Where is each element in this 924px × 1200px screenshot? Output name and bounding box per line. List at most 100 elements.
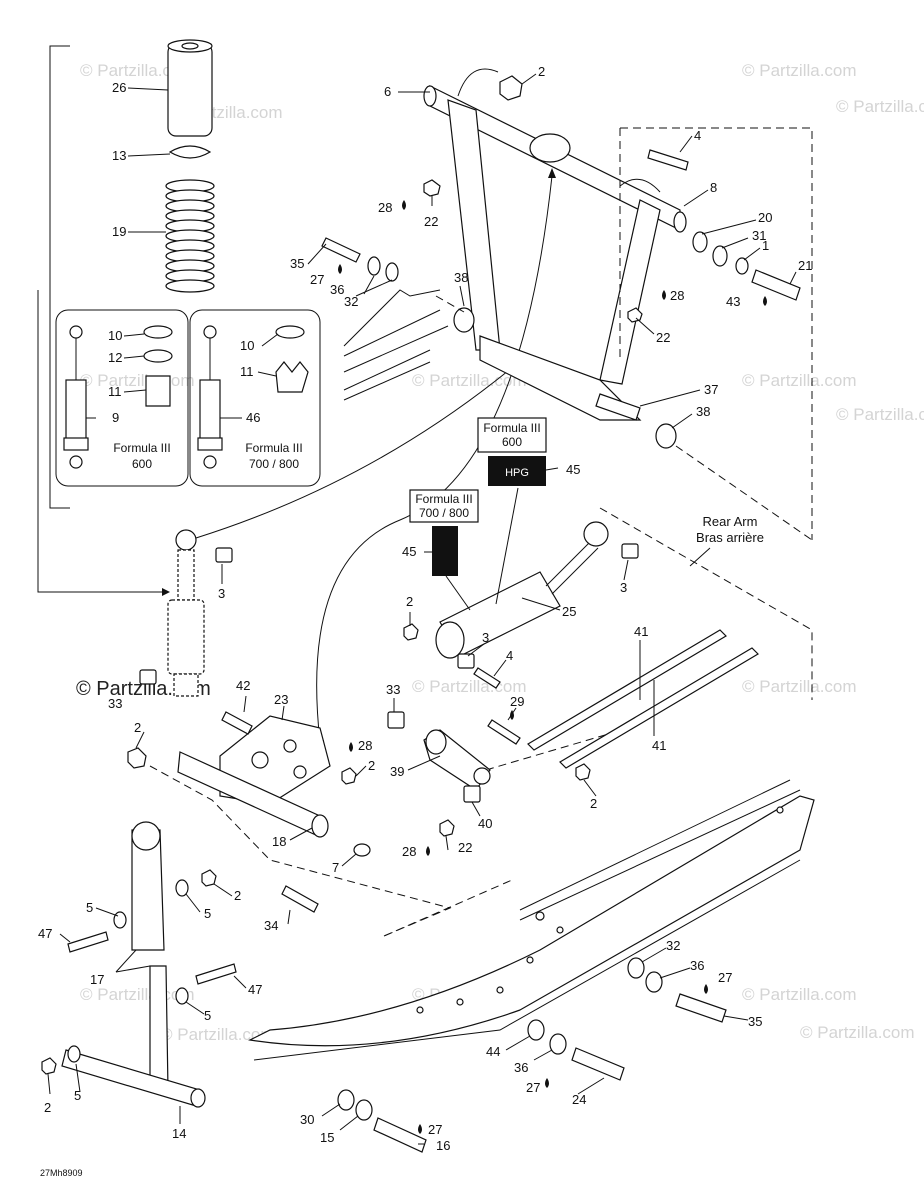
callout-45: 45 xyxy=(566,462,580,477)
part-30-washer xyxy=(337,1089,355,1111)
part-38-bushing xyxy=(655,423,677,449)
part-17-stopper-strap xyxy=(131,821,169,1091)
callout-labels: 26 13 19 10 12 11 9 10 11 46 3 33 2 42 2… xyxy=(38,64,812,1153)
callout-2: 2 xyxy=(406,594,413,609)
leader-line xyxy=(689,547,711,567)
callout-28: 28 xyxy=(670,288,684,303)
callout-33: 33 xyxy=(108,696,122,711)
callout-5: 5 xyxy=(204,906,211,921)
part-39-rocker xyxy=(423,729,491,791)
part-47-bolt xyxy=(67,931,109,953)
callout-4: 4 xyxy=(694,128,701,143)
part-1-washer xyxy=(735,257,749,275)
callout-43: 43 xyxy=(726,294,740,309)
alignment-line xyxy=(675,445,813,541)
callout-27: 27 xyxy=(526,1080,540,1095)
part-46-shock xyxy=(197,325,223,469)
part-41-link xyxy=(527,629,727,751)
part-33-bushing xyxy=(139,669,157,685)
callout-2: 2 xyxy=(590,796,597,811)
callout-36: 36 xyxy=(514,1060,528,1075)
shock-group-bracket xyxy=(49,45,70,509)
diagram-code: 27Mh8909 xyxy=(40,1168,83,1178)
arrow-icon xyxy=(548,168,556,178)
part-31-washer xyxy=(712,245,728,267)
callout-11: 11 xyxy=(108,384,122,399)
callout-15: 15 xyxy=(320,1130,334,1145)
part-3-bushing xyxy=(215,547,233,563)
part-32-washer xyxy=(627,957,645,979)
callout-29: 29 xyxy=(510,694,524,709)
callout-26: 26 xyxy=(112,80,126,95)
part-2-nut xyxy=(575,763,591,781)
callout-39: 39 xyxy=(390,764,404,779)
watermark: © Partzilla.com xyxy=(412,371,527,390)
part-36-washer xyxy=(549,1033,567,1055)
part-2-nut xyxy=(201,869,217,887)
alignment-line xyxy=(383,879,513,937)
part-38-bushing xyxy=(453,307,475,333)
callout-44: 44 xyxy=(486,1044,500,1059)
part-36-washer xyxy=(367,256,381,276)
callout-16: 16 xyxy=(436,1138,450,1153)
part-14-shaft-end xyxy=(190,1088,206,1108)
part-13-clip xyxy=(168,145,212,159)
callout-36: 36 xyxy=(690,958,704,973)
callout-47: 47 xyxy=(38,926,52,941)
part-45-decal xyxy=(432,526,458,576)
variant-label: 700 / 800 xyxy=(419,506,469,520)
part-11-collar xyxy=(275,361,309,393)
alignment-line xyxy=(485,729,623,771)
part-44-washer xyxy=(527,1019,545,1041)
alignment-line xyxy=(599,507,813,700)
assembly-path xyxy=(195,355,527,539)
part-40-bushing xyxy=(463,785,481,803)
callout-13: 13 xyxy=(112,148,126,163)
callout-5: 5 xyxy=(204,1008,211,1023)
callout-40: 40 xyxy=(478,816,492,831)
part-2-nut xyxy=(499,75,523,101)
watermark: © Partzilla.com xyxy=(742,61,857,80)
callout-9: 9 xyxy=(112,410,119,425)
callout-5: 5 xyxy=(74,1088,81,1103)
callout-31: 31 xyxy=(752,228,766,243)
callout-17: 17 xyxy=(90,972,104,987)
part-22-nut xyxy=(627,307,643,323)
callout-41: 41 xyxy=(634,624,648,639)
part-10-seal xyxy=(275,325,305,339)
watermark: © Partzilla.com xyxy=(742,985,857,1004)
callout-1: 1 xyxy=(762,238,769,253)
callout-32: 32 xyxy=(666,938,680,953)
callout-22: 22 xyxy=(458,840,472,855)
callout-32: 32 xyxy=(344,294,358,309)
callout-27: 27 xyxy=(718,970,732,985)
callout-28: 28 xyxy=(378,200,392,215)
part-22-nut xyxy=(439,819,455,837)
callout-10: 10 xyxy=(240,338,254,353)
part-5-washer xyxy=(113,911,127,929)
callout-23: 23 xyxy=(274,692,288,707)
part-36-washer xyxy=(645,971,663,993)
callout-45: 45 xyxy=(402,544,416,559)
part-20-washer xyxy=(692,231,708,253)
part-25-rear-shock xyxy=(435,521,609,659)
callout-38: 38 xyxy=(454,270,468,285)
callout-11: 11 xyxy=(240,364,254,379)
alignment-line xyxy=(149,765,452,937)
callout-3: 3 xyxy=(218,586,225,601)
shock-group-leader xyxy=(37,290,162,593)
leader-line xyxy=(495,487,519,605)
variant-label: 700 / 800 xyxy=(249,457,299,471)
callout-25: 25 xyxy=(562,604,576,619)
callout-37: 37 xyxy=(704,382,718,397)
upper-rail-section xyxy=(343,289,449,401)
callout-3: 3 xyxy=(482,630,489,645)
oil-drop-icon xyxy=(338,200,767,1134)
callout-3: 3 xyxy=(620,580,627,595)
part-23-bracket xyxy=(219,715,331,805)
variant-box-600 xyxy=(55,309,189,487)
variant-label: Formula III xyxy=(483,421,540,435)
part-45-decal xyxy=(488,456,546,486)
